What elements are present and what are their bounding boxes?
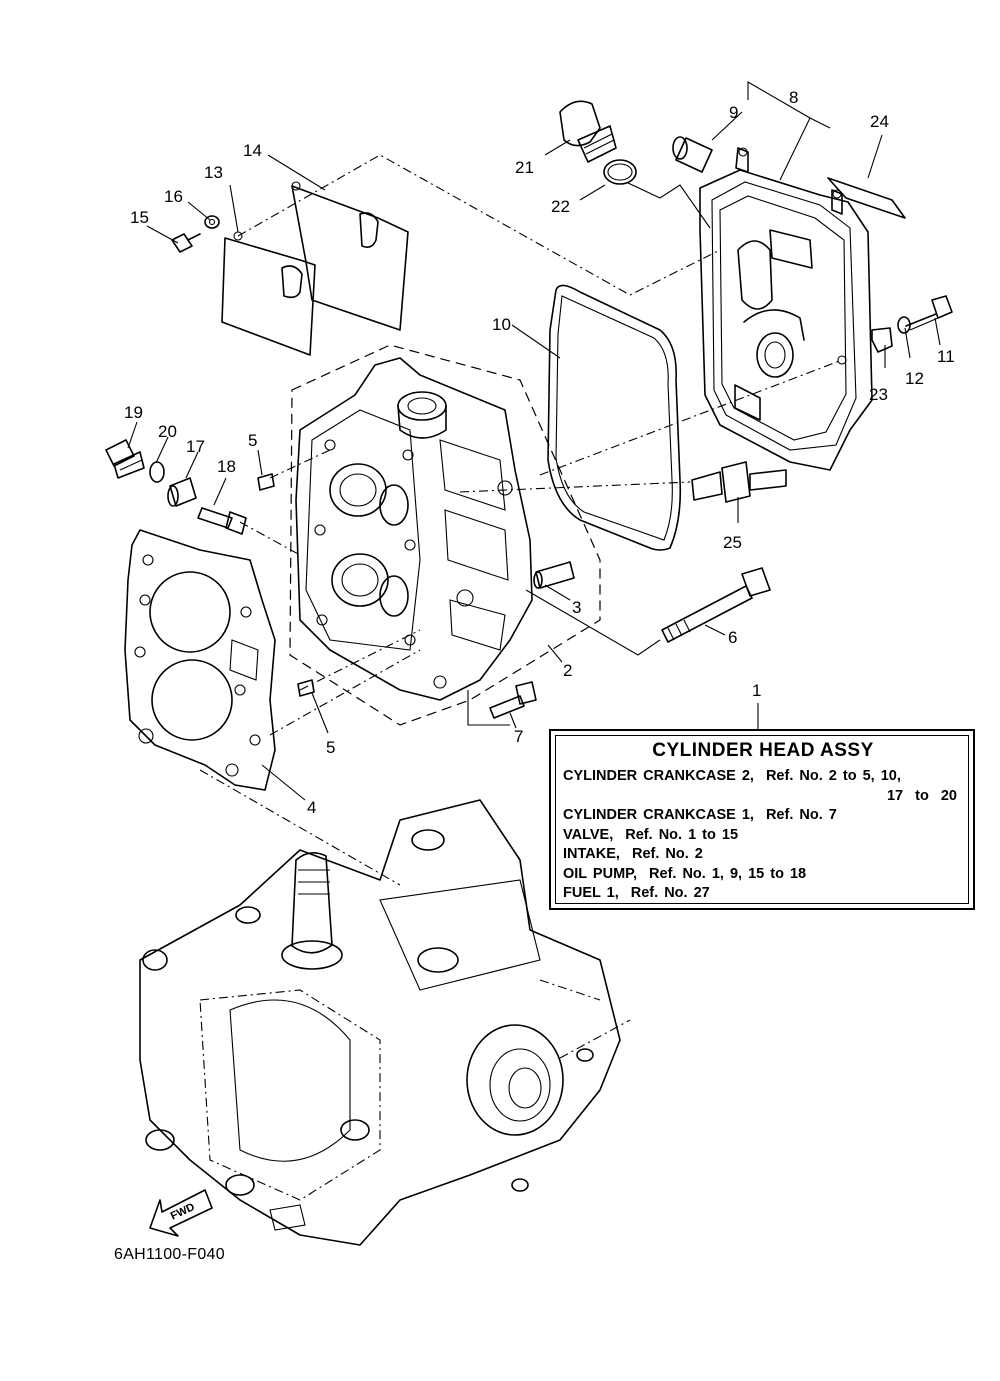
bolt-18: [197, 507, 247, 535]
o-ring-22: [603, 159, 637, 185]
spark-plug-25: [691, 461, 787, 503]
callout-15: 15: [130, 208, 149, 227]
label-24: [827, 177, 906, 219]
info-line-5: INTAKE, Ref. No. 2: [563, 846, 703, 862]
callout-5b: 5: [326, 738, 335, 757]
info-line-7: FUEL 1, Ref. No. 27: [563, 885, 710, 901]
cylinder-head-cover-8: [699, 147, 873, 471]
callout-16: 16: [164, 187, 183, 206]
breather-gasket-13: [221, 231, 316, 356]
callout-10: 10: [492, 315, 511, 334]
callout-17: 17: [186, 437, 205, 456]
plug-19: [105, 439, 145, 479]
pipe-9: [672, 136, 713, 173]
washer-12: [897, 316, 911, 334]
clip-23: [871, 327, 893, 353]
callout-7: 7: [514, 727, 523, 746]
info-line-2: 17 to 20: [886, 787, 957, 804]
callout-11: 11: [937, 347, 955, 366]
callout-labels: 1 2 3 4 5 5 6 7 8 9 10 11 12 13 14 15 16…: [124, 88, 955, 817]
callout-18: 18: [217, 457, 236, 476]
info-line-3: CYLINDER CRANKCASE 1, Ref. No. 7: [563, 807, 837, 823]
bolt-6: [661, 567, 771, 643]
collar-17: [167, 477, 197, 507]
callout-5a: 5: [248, 431, 257, 450]
callout-4: 4: [307, 798, 316, 817]
callout-9: 9: [729, 103, 738, 122]
info-box-title: CYLINDER HEAD ASSY: [652, 740, 874, 761]
callout-23: 23: [869, 385, 888, 404]
callout-6: 6: [728, 628, 737, 647]
cover-gasket-10: [547, 284, 682, 551]
callout-22: 22: [551, 197, 570, 216]
washer-16: [204, 215, 220, 229]
dowel-pin-5-upper: [257, 473, 275, 491]
info-box-inner-border: [555, 735, 969, 904]
callout-20: 20: [158, 422, 177, 441]
oil-filler-cap-21: [559, 100, 617, 163]
callout-8: 8: [789, 88, 798, 107]
callout-25: 25: [723, 533, 742, 552]
info-line-6: OIL PUMP, Ref. No. 1, 9, 15 to 18: [563, 865, 807, 882]
diagram-code: 6AH1100-F040: [114, 1246, 225, 1263]
sleeve-3: [533, 561, 575, 589]
fwd-arrow: FWD: [149, 1189, 213, 1237]
leader-lines: [127, 81, 941, 1059]
callout-3: 3: [572, 598, 581, 617]
head-gasket-4: [124, 529, 276, 791]
callout-19: 19: [124, 403, 143, 422]
callout-2: 2: [563, 661, 572, 680]
info-line-4: VALVE, Ref. No. 1 to 15: [563, 826, 739, 843]
dowel-pin-5-lower: [297, 679, 315, 697]
o-ring-20: [149, 461, 165, 483]
cylinder-head-2: [289, 344, 601, 726]
callout-1: 1: [752, 681, 761, 700]
cylinder-crankcase-block: [139, 799, 621, 1246]
callout-24: 24: [870, 112, 889, 131]
screw-15: [171, 233, 201, 253]
fwd-label: FWD: [169, 1201, 197, 1222]
bolt-11: [905, 295, 953, 331]
assembly-info-box: CYLINDER HEAD ASSY CYLINDER CRANKCASE 2,…: [549, 729, 975, 910]
bolt-7: [489, 681, 537, 719]
breather-gasket-14: [291, 181, 409, 331]
callout-13: 13: [204, 163, 223, 182]
callout-12: 12: [905, 369, 924, 388]
info-line-1: CYLINDER CRANKCASE 2, Ref. No. 2 to 5, 1…: [563, 768, 901, 784]
callout-14: 14: [243, 141, 262, 160]
callout-21: 21: [515, 158, 534, 177]
